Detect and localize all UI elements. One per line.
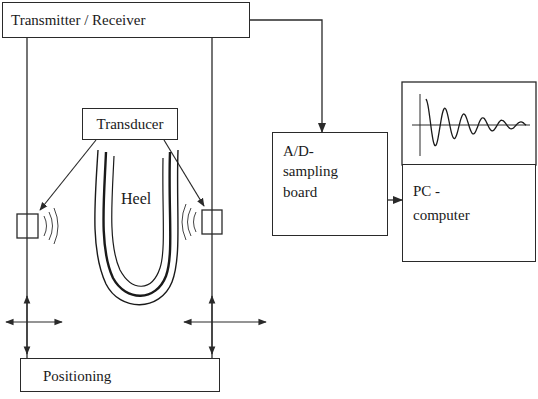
node-text: Transducer <box>89 114 171 134</box>
display-axis <box>412 125 530 126</box>
node-text: PC - computer <box>413 179 495 227</box>
leader-arrow <box>40 140 96 210</box>
transceiver-box: Transmitter / Receiver <box>2 2 250 38</box>
node-text: A/D- sampling board <box>283 141 365 202</box>
motion-arrows <box>6 296 266 354</box>
part-label: Heel <box>121 190 151 208</box>
heel-outline <box>95 150 178 305</box>
node-text: Positioning <box>43 366 197 386</box>
connector <box>388 199 402 200</box>
connector <box>26 38 27 358</box>
sound-waves <box>44 204 196 244</box>
connector <box>250 20 322 132</box>
waveform <box>426 99 526 146</box>
connector <box>211 38 212 358</box>
waveform-trace <box>426 99 526 146</box>
positioning-box: Positioning <box>20 358 220 392</box>
display-frame <box>402 82 536 165</box>
node-text: Transmitter / Receiver <box>11 10 241 30</box>
transducer-label-box: Transducer <box>82 108 178 140</box>
ad-board-box: A/D- sampling board <box>272 132 388 236</box>
pc-box: PC - computer <box>402 164 536 262</box>
